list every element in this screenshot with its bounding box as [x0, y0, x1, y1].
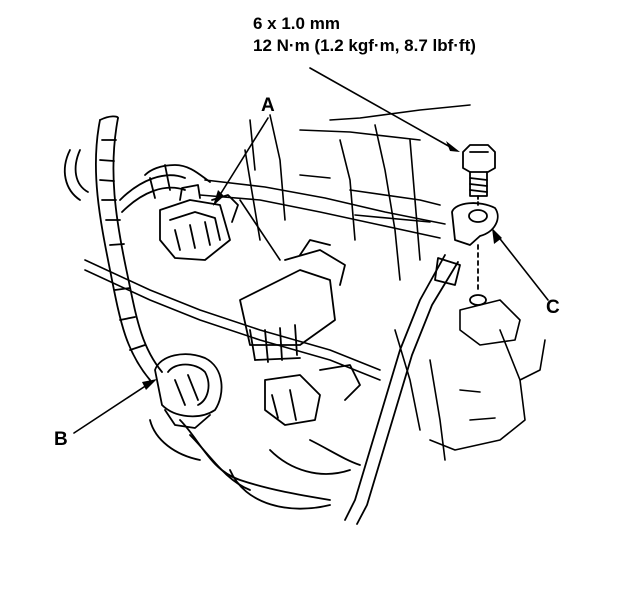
arrowhead-bolt: [446, 141, 460, 152]
harness-to-a: [119, 164, 211, 213]
arrowhead-a: [213, 190, 224, 206]
lower-connector: [264, 364, 361, 426]
fuel-pipe: [84, 179, 446, 381]
bolt: [462, 144, 496, 206]
arrowheads: [142, 141, 502, 390]
bolt-size-label: 6 x 1.0 mm: [253, 14, 340, 33]
ring-terminal: [451, 202, 499, 306]
ground-cable: [344, 254, 461, 525]
callout-a-label: A: [261, 95, 275, 116]
arrowhead-c: [492, 228, 502, 244]
arrowhead-b: [142, 379, 157, 390]
lower-hoses: [149, 419, 361, 510]
torque-spec-label: 12 N·m (1.2 kgf·m, 8.7 lbf·ft): [253, 36, 476, 55]
leader-lines: [73, 67, 549, 434]
engine-block-outline: [239, 104, 546, 461]
wire-harness: [63, 115, 163, 381]
connector-a: [159, 184, 239, 261]
connector-b: [154, 353, 223, 429]
callout-b-label: B: [54, 429, 68, 450]
center-sensor: [239, 239, 346, 363]
callout-c-label: C: [546, 297, 560, 318]
